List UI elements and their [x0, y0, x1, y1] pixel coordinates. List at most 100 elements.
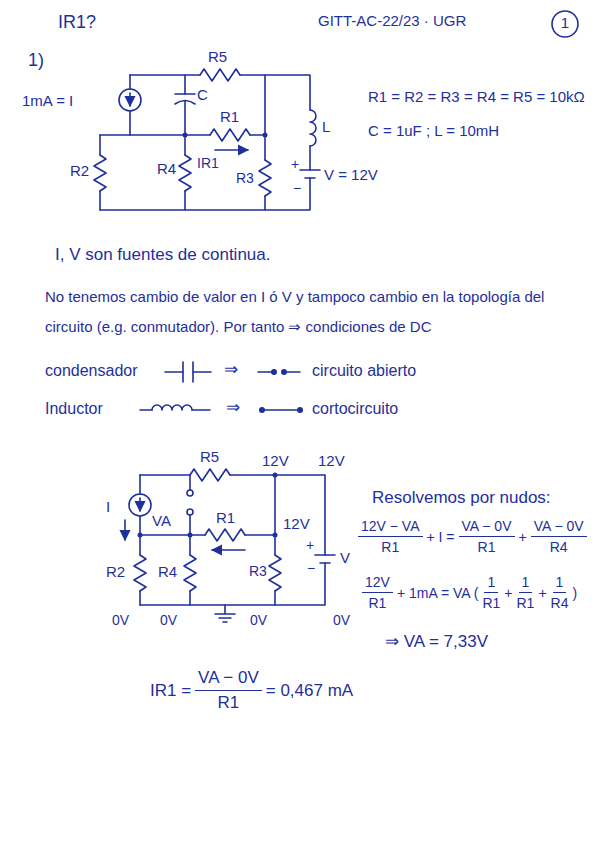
current-arrow [129, 93, 131, 106]
note-text: ⇒ [226, 398, 240, 418]
note-text: 1mA = I [22, 92, 73, 110]
note-text: I, V son fuentes de continua. [55, 245, 270, 265]
note-text: No tenemos cambio de valor en I ó V y ta… [45, 282, 580, 342]
wire [130, 74, 200, 76]
junction-dot [273, 533, 278, 538]
denominator: R1 [516, 593, 534, 611]
fraction: 12V − VAR1 [358, 518, 423, 555]
junction-dot [263, 133, 268, 138]
wire [184, 75, 186, 135]
wire [165, 371, 211, 373]
wire [139, 475, 141, 535]
numerator: 12V [362, 574, 393, 593]
note-text: condensador [45, 361, 138, 380]
note-text: R3 [249, 563, 267, 580]
equation-text: + [538, 585, 546, 601]
inductor-symbol [310, 110, 316, 146]
wire [100, 134, 210, 136]
terminal-dot [282, 370, 286, 374]
resistor-symbol [94, 155, 106, 191]
denominator: R4 [551, 593, 569, 611]
open-terminal [187, 490, 193, 496]
wire [99, 191, 101, 210]
junction-dot [183, 133, 188, 138]
junction-dot [273, 473, 278, 478]
resistor-symbol [190, 469, 230, 481]
wire [309, 146, 311, 170]
equation-text: IR1 = [150, 681, 191, 701]
note-text: C = 1uF ; L = 10mH [368, 122, 499, 140]
wire [240, 75, 310, 110]
note-text: 12V [318, 452, 345, 470]
wire [100, 178, 310, 210]
numerator: VA − 0V [195, 668, 262, 691]
wire [274, 475, 276, 555]
equation-row: 12V − VAR1+ I =VA − 0VR1+VA − 0VR4 [358, 518, 587, 555]
denominator: R1 [381, 537, 399, 555]
battery-symbol [315, 555, 335, 563]
denominator: R4 [550, 537, 568, 555]
current-arrow [215, 149, 248, 151]
capacitor-symbol [175, 94, 195, 104]
junction-dot [188, 533, 193, 538]
page-title: IR1? [58, 12, 96, 34]
wire [140, 474, 190, 476]
note-text: 0V [112, 612, 129, 629]
note-text: R1 [216, 509, 235, 527]
wire [189, 535, 191, 555]
open-circuit-stub [189, 475, 191, 490]
wire [140, 409, 152, 411]
wire [140, 534, 205, 536]
denominator: R1 [478, 537, 496, 555]
note-text: C [197, 86, 208, 104]
equation-text: + [519, 529, 527, 545]
note-text: L [322, 118, 330, 136]
note-text: 12V [283, 515, 310, 533]
equation-text: + 1mA = VA ( [397, 585, 478, 601]
numerator: 1 [484, 574, 498, 593]
equation-text: + [504, 585, 512, 601]
wire [274, 591, 276, 605]
resistor-symbol [200, 69, 240, 81]
current-source-symbol [129, 494, 151, 516]
numerator: VA − 0V [459, 518, 515, 537]
denominator: R1 [369, 593, 387, 611]
wire [192, 409, 210, 411]
open-terminal [187, 509, 193, 515]
resistor-symbol [184, 555, 196, 591]
fraction: 12VR1 [362, 574, 393, 611]
ground-symbol [215, 605, 235, 622]
wire [184, 135, 186, 155]
note-text: R3 [236, 170, 254, 187]
wire [140, 563, 325, 605]
numerator: 1 [519, 574, 533, 593]
note-text: cortocircuito [312, 399, 398, 418]
fraction: VA − 0VR1 [195, 668, 262, 713]
note-text: GITT-AC-22/23 · UGR [318, 12, 466, 30]
note-text: ⇒ VA = 7,33V [385, 632, 488, 652]
note-text: R1 [220, 108, 239, 126]
note-text: ⇒ [224, 360, 238, 380]
wire [139, 535, 141, 555]
wire [139, 591, 141, 605]
note-text: 0V [250, 612, 267, 629]
note-text: circuito abierto [312, 361, 416, 380]
note-text: 0V [333, 612, 350, 629]
wire [245, 534, 275, 536]
short-circuit-wire [260, 409, 302, 411]
numerator: 1 [553, 574, 567, 593]
equation-row: IR1 =VA − 0VR1= 0,467 mA [150, 668, 353, 713]
numerator: 12V − VA [358, 518, 423, 537]
note-text: R4 [157, 160, 176, 178]
wire [189, 591, 191, 605]
note-text: + [306, 537, 314, 554]
note-text: − [307, 560, 315, 577]
current-arrow [124, 520, 126, 540]
resistor-symbol [179, 155, 191, 191]
wire [99, 135, 101, 155]
note-text: Resolvemos por nudos: [372, 488, 551, 508]
resistor-symbol [259, 160, 271, 196]
note-text: V = 12V [324, 166, 378, 184]
wire [264, 196, 266, 210]
terminal-dot [272, 370, 276, 374]
